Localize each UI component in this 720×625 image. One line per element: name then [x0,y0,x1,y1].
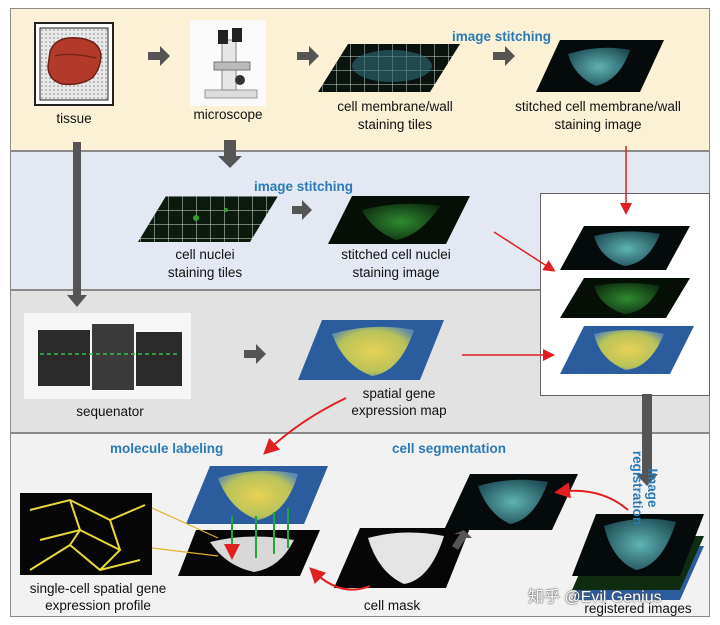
stitched-nuclei-image [328,196,470,244]
label-registered-images: registered images [584,601,692,616]
arrow-sequenator-map [244,344,266,364]
arrow-microscope-membrane-tiles [297,46,319,66]
label-sequenator: sequenator [76,404,144,419]
arrow-registration [636,394,658,486]
registration-stack-images [560,226,694,374]
arrow-membrane-stitching [493,46,515,66]
expression-map-image [298,320,444,380]
title-image-registration-l2: registration [630,450,645,526]
cell-mask-image [334,528,470,588]
membrane-tiles-image [318,44,460,92]
label-stitched-nuclei-l2: staining image [352,265,440,280]
labeling-mask-image [178,530,320,576]
watermark: 知乎 @Evil Genius [528,589,662,606]
title-image-registration: Image registration [630,448,660,528]
tissue-image [34,22,114,106]
arrow-microscope-nuclei [218,140,242,168]
segmentation-image [444,474,578,530]
title-image-stitching-membrane: image stitching [452,29,552,44]
arrow-segmentation-to-mask [452,530,472,550]
label-nuclei-tiles-l1: cell nuclei [175,247,235,262]
title-molecule-labeling: molecule labeling [110,441,224,456]
label-tissue: tissue [56,111,92,126]
label-expression-map-l2: expression map [351,403,447,418]
label-nuclei-tiles-l2: staining tiles [167,265,243,280]
arrow-nuclei-stitching [292,200,312,220]
registered-images-stack [572,514,704,600]
title-image-registration-l1: Image [645,468,660,508]
labeling-map-image [186,466,328,524]
label-membrane-tiles-l1: cell membrane/wall [337,99,453,114]
sequenator-image [24,313,191,399]
arrow-map-to-labeling [263,397,347,455]
stitched-membrane-image [536,40,664,92]
title-cell-segmentation: cell segmentation [392,441,507,456]
label-membrane-tiles-l2: staining tiles [357,117,433,132]
title-image-stitching-nuclei: image stitching [254,179,354,194]
arrow-tissue-microscope [148,46,170,66]
label-stitched-membrane-l1: stitched cell membrane/wall [515,99,681,114]
label-stitched-membrane-l2: staining image [554,117,642,132]
label-profile-l2: expression profile [45,598,151,613]
label-cell-mask: cell mask [363,598,421,613]
label-profile-l1: single-cell spatial gene [29,581,167,596]
arrow-mask-to-profile [309,567,371,591]
microscope-image [190,20,266,106]
label-microscope: microscope [193,107,263,122]
nuclei-tiles-image [138,196,278,242]
label-stitched-nuclei-l1: stitched cell nuclei [341,247,451,262]
arrow-registered-to-segmentation [554,482,629,511]
single-cell-profile-image [20,493,152,575]
arrow-nuclei-to-stack [493,231,556,272]
profile-connector-lines [151,507,219,557]
arrow-tissue-sequenator [67,142,87,307]
labeling-green-arrows [224,508,289,560]
label-expression-map-l1: spatial gene [362,386,436,401]
